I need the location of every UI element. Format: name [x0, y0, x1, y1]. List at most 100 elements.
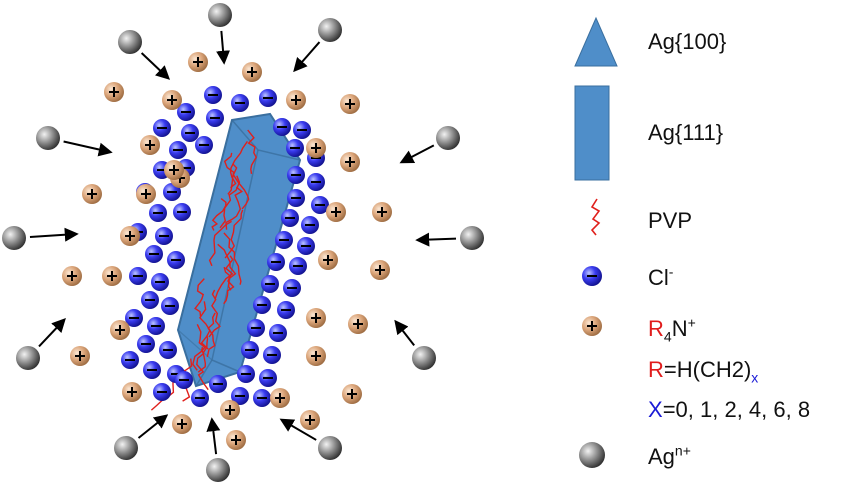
- chloride-ion: [263, 346, 281, 364]
- approach-arrow: [206, 417, 221, 455]
- ammonium-n: N: [671, 316, 688, 341]
- legend-pvp-label: PVP: [648, 208, 693, 233]
- silver-nanorod: [176, 112, 302, 388]
- pvp-chain: [217, 243, 237, 291]
- pvp-chain: [199, 301, 211, 350]
- pvp-chain: [211, 198, 227, 231]
- chloride-ion: [153, 383, 171, 401]
- chloride-ion: [231, 94, 249, 112]
- pvp-chain: [214, 255, 234, 300]
- pvp-chain: [219, 175, 241, 229]
- approach-arrow: [29, 227, 79, 242]
- silver-ion-with-arrow: [114, 414, 169, 460]
- approach-arrow: [293, 41, 321, 73]
- chloride-ion: [177, 103, 195, 121]
- ammonium-ion: [306, 308, 326, 328]
- legend-silver-label: Agn+: [648, 444, 691, 469]
- ammonium-ion: [164, 160, 184, 180]
- silver-ion: [206, 458, 230, 482]
- chloride-ion: [149, 204, 167, 222]
- silver-ion-with-arrow: [279, 418, 342, 460]
- chloride-charge: -: [668, 263, 674, 280]
- pvp-chains-on-rod: [150, 129, 258, 411]
- ammonium-ion: [342, 384, 362, 404]
- ammonium-ion: [286, 90, 306, 110]
- silver-ion: [318, 436, 342, 460]
- ammonium-subscript: 4: [663, 328, 672, 345]
- silver-ion-with-arrow: [36, 126, 113, 157]
- chloride-ion: [141, 291, 159, 309]
- silver-ion: [36, 126, 60, 150]
- ion-particles: [62, 52, 392, 450]
- ammonium-ion: [110, 320, 130, 340]
- chloride-ion: [275, 231, 293, 249]
- silver-ion-with-arrow: [399, 126, 460, 164]
- chloride-ion: [287, 189, 305, 207]
- legend-ag111-label: Ag{111}: [648, 120, 724, 145]
- chloride-ion: [301, 216, 319, 234]
- ammonium-ion: [70, 346, 90, 366]
- chloride-ion: [281, 209, 299, 227]
- chloride-ion: [283, 279, 301, 297]
- pvp-chain: [206, 312, 216, 358]
- chloride-ion: [297, 237, 315, 255]
- pvp-chain: [247, 129, 258, 175]
- ammonium-ion: [340, 152, 360, 172]
- silver-ions: [2, 3, 484, 482]
- ammonium-ion: [226, 430, 246, 450]
- ammonium-ion: [270, 388, 290, 408]
- pvp-chain: [225, 186, 244, 230]
- chloride-ion: [143, 361, 161, 379]
- pvp-chain: [223, 152, 235, 195]
- silver-ion: [118, 30, 142, 54]
- legend-r-definition: R=H(CH2)x: [648, 357, 758, 385]
- r-definition-r: R: [648, 357, 664, 382]
- chloride-ion: [125, 309, 143, 327]
- x-definition-x: X: [648, 397, 663, 422]
- ammonium-ion: [162, 90, 182, 110]
- chloride-text: Cl: [648, 265, 669, 290]
- ammonium-ion: [62, 266, 82, 286]
- chloride-ion: [161, 297, 179, 315]
- ag111-rectangle-icon: [574, 85, 610, 181]
- ammonium-ion: [318, 250, 338, 270]
- ammonium-ion: [242, 62, 262, 82]
- ammonium-ion: [372, 202, 392, 222]
- chloride-ion: [206, 109, 224, 127]
- pvp-chain: [229, 141, 248, 189]
- chloride-ion: [231, 387, 249, 405]
- silver-ion: [460, 226, 484, 250]
- chloride-ion: [151, 273, 169, 291]
- ammonium-ion: [326, 202, 346, 222]
- chloride-ion: [153, 119, 171, 137]
- chloride-ion: [129, 267, 147, 285]
- silver-ion: [208, 3, 232, 27]
- chloride-ion: [307, 173, 325, 191]
- chloride-ion: [259, 369, 277, 387]
- chloride-ion: [175, 371, 193, 389]
- pvp-chain: [232, 163, 250, 210]
- legend-ag100-label: Ag{100}: [648, 29, 727, 54]
- chloride-ion: [277, 301, 295, 319]
- approach-arrow: [63, 140, 113, 157]
- silver-text: Ag: [648, 444, 675, 469]
- legend-ammonium-label: R4N+: [648, 316, 696, 344]
- pvp-chain: [208, 220, 232, 267]
- chloride-ion: [287, 166, 305, 184]
- ammonium-ion: [82, 184, 102, 204]
- pvp-chain: [223, 232, 242, 285]
- pvp-chain-icon: [590, 198, 601, 236]
- chloride-ion: [121, 351, 139, 369]
- ammonium-ion: [104, 82, 124, 102]
- ammonium-r: R: [648, 316, 664, 341]
- ammonium-ion: [220, 400, 240, 420]
- chloride-ion: [163, 183, 181, 201]
- approach-arrow: [140, 52, 171, 80]
- ammonium-ion: [172, 414, 192, 434]
- chloride-ion: [289, 257, 307, 275]
- silver-ion: [16, 346, 40, 370]
- chloride-ion-icon: [582, 266, 602, 286]
- ammonium-ion-icon: [582, 316, 602, 336]
- chloride-ion: [137, 335, 155, 353]
